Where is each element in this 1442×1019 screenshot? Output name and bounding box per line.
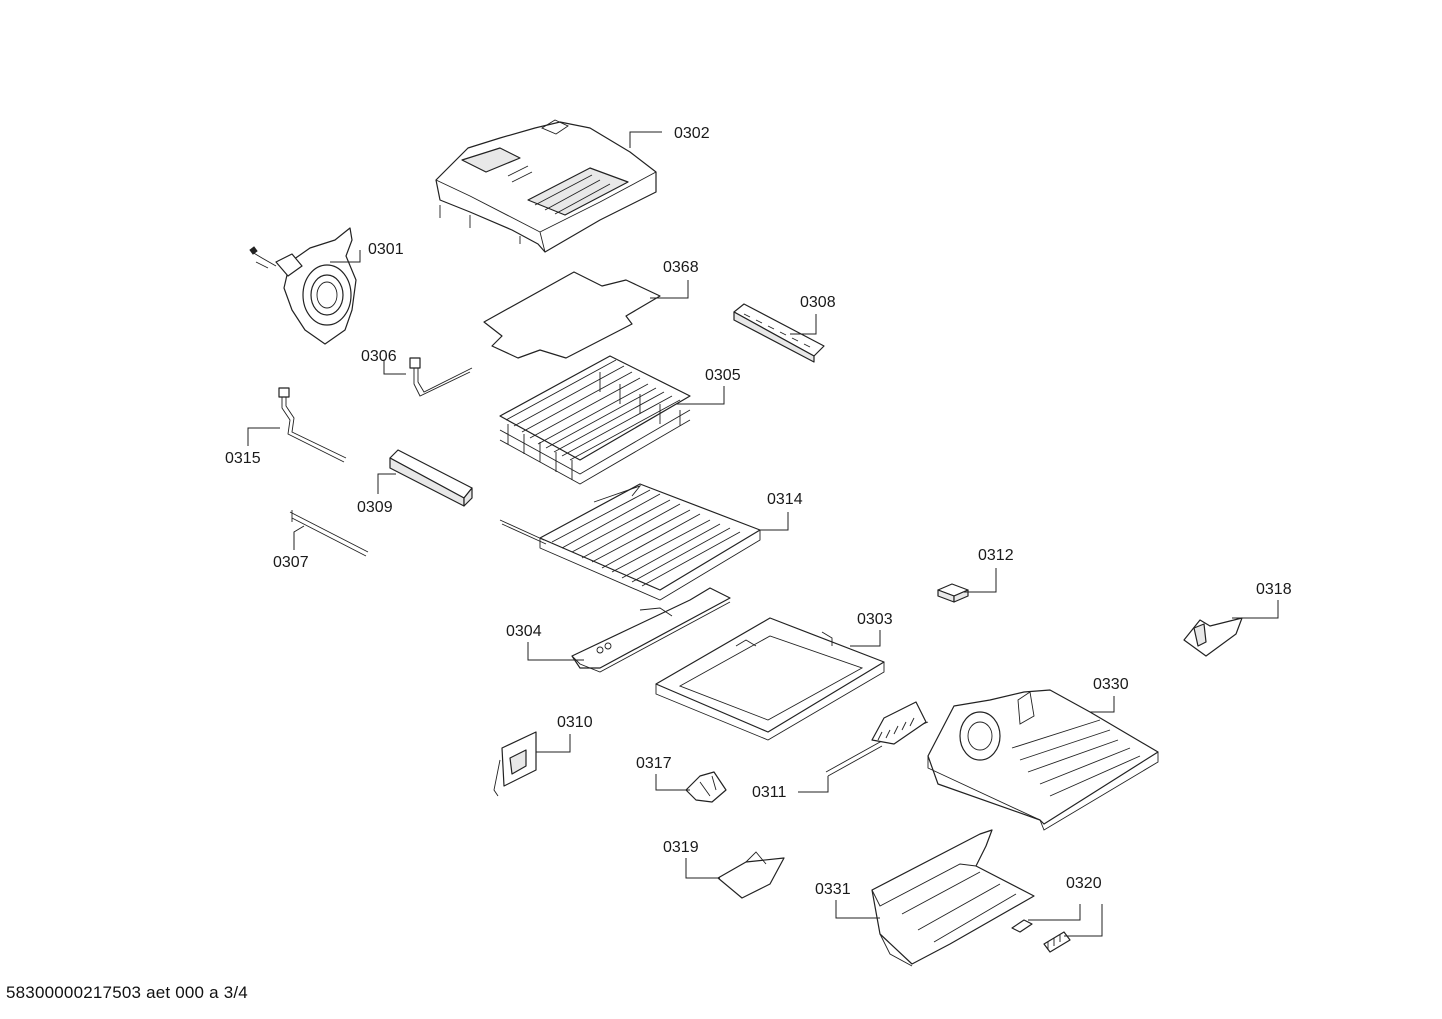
part-0312-small-block-icon [937,583,969,603]
part-0311-heater-wire-icon [825,701,929,777]
part-0309-bracket-icon [389,449,473,507]
part-0302-fan-housing-cover-icon [435,119,657,253]
callout-0309: 0309 [357,499,393,516]
callout-0331: 0331 [815,881,851,898]
callout-0307: 0307 [273,554,309,571]
part-0301-fan-motor-icon [249,227,357,345]
callout-0368: 0368 [663,259,699,276]
part-0315-temperature-sensor-icon [278,387,347,463]
callout-0308: 0308 [800,294,836,311]
part-0368-insulation-sheet-icon [483,271,661,359]
callout-0317: 0317 [636,755,672,772]
part-0318-clip-holder-icon [1183,617,1243,657]
part-0308-connector-strip-icon [733,303,825,363]
callout-0305: 0305 [705,367,741,384]
callout-labels: 0302 0301 0368 0308 0306 0305 0315 0309 … [225,125,1292,898]
callout-0319: 0319 [663,839,699,856]
part-0307-heating-rod-icon [289,510,369,557]
callout-0301: 0301 [368,241,404,258]
callout-0306: 0306 [361,348,397,365]
callout-0315: 0315 [225,450,261,467]
part-0305-evaporator-coil-icon [499,355,691,485]
callout-0312: 0312 [978,547,1014,564]
part-0310-cable-holder-icon [493,731,537,797]
part-0317-retainer-clip-icon [685,771,727,803]
callout-0302: 0302 [674,125,710,142]
callout-0320: 0320 [1066,875,1102,892]
part-0319-air-duct-flap-icon [717,851,785,899]
callout-0311: 0311 [752,784,787,801]
callout-0303: 0303 [857,611,893,628]
callout-0318: 0318 [1256,581,1292,598]
part-0303-drip-tray-icon [655,617,885,741]
callout-0330: 0330 [1093,676,1129,693]
part-0320-plug-and-connector-icon [1011,919,1071,953]
part-0314-defrost-heater-icon [499,483,761,601]
part-0306-sensor-cable-icon [409,357,473,397]
callout-0304: 0304 [506,623,542,640]
document-id-footer: 58300000217503 aet 000 a 3/4 [6,983,248,1002]
part-0331-air-channel-icon [871,829,1035,967]
callout-leaders [247,131,1279,937]
callout-0314: 0314 [767,491,803,508]
part-0330-evaporator-housing-icon [927,689,1159,831]
callout-0310: 0310 [557,714,593,731]
